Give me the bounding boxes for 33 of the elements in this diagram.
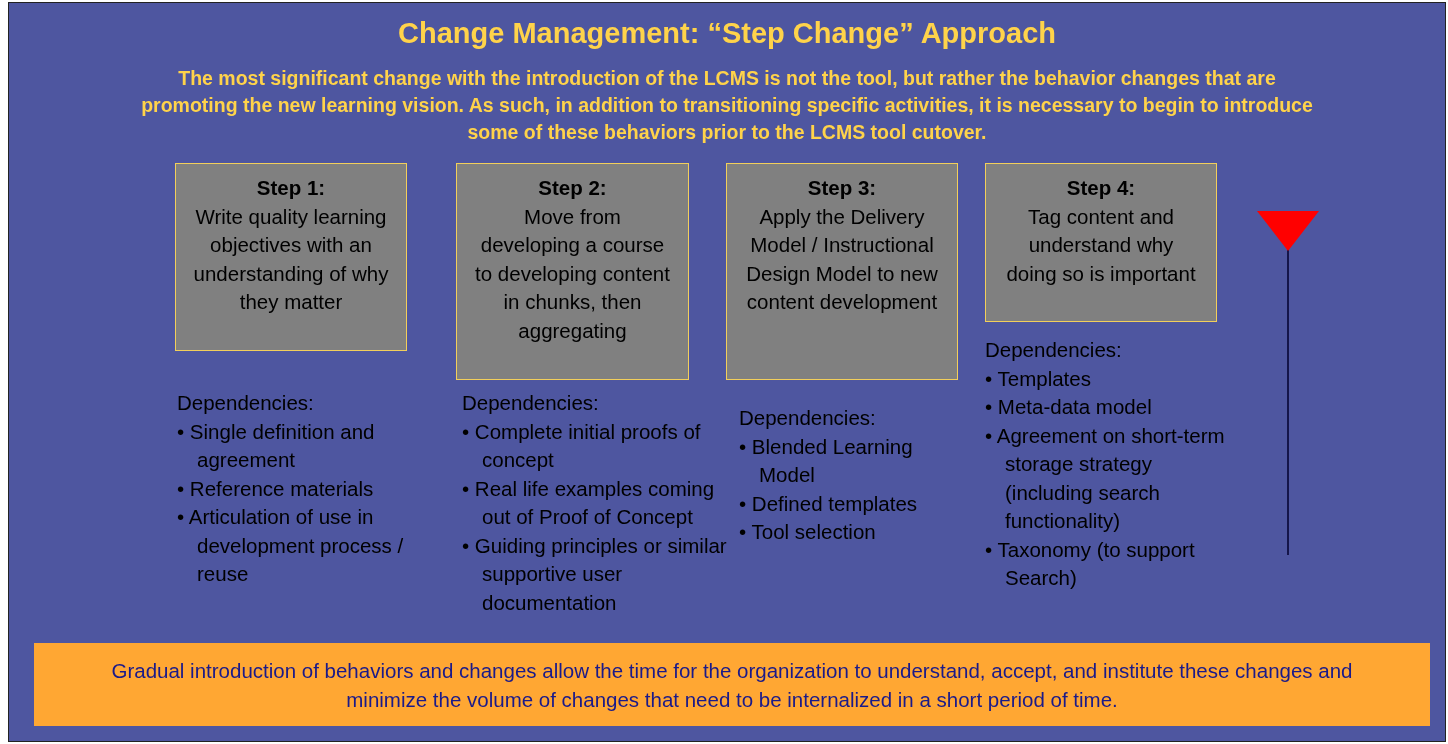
note-text: Gradual introduction of behaviors and changes allow the time for the organization to understand, accept, and institute these changes and minimize the volume of changes that need to be internalized in a short period of time.: [110, 657, 1354, 713]
step-heading: Step 4:: [1066, 175, 1136, 201]
bullet-item: • Templates: [985, 365, 1092, 392]
bullet-item: • Single definition and agreement: [177, 418, 376, 473]
dependencies-heading: Dependencies:: [177, 390, 315, 416]
bullet-item: • Meta-data model: [985, 394, 1153, 420]
step-description: Apply the Delivery Model / Instructional Design Model to new content development: [745, 203, 939, 315]
bullet-item: • Real life examples coming out of Proof of Concept: [462, 475, 716, 530]
dependencies-heading: Dependencies:: [985, 337, 1123, 363]
bullet-item: • Tool selection: [739, 519, 877, 545]
bullet-item: • Complete initial proofs of concept: [462, 418, 702, 473]
bullet-item: • Guiding principles or similar supportive user documentation: [462, 532, 727, 616]
note-banner: [34, 643, 1430, 726]
dependencies-heading: Dependencies:: [462, 390, 600, 416]
step-box: [175, 163, 407, 351]
step-box: [985, 163, 1217, 322]
step-description: Write quality learning objectives with an understanding of why they matter: [192, 203, 390, 315]
step-description: Move from developing a course to developing content in chunks, then aggregating: [474, 203, 671, 344]
step-box: [726, 163, 958, 380]
bullet-item: • Reference materials: [177, 475, 375, 502]
bullet-item: • Taxonomy (to support Search): [985, 536, 1196, 591]
bullet-item: • Blended Learning Model: [739, 433, 914, 488]
bullet-item: • Articulation of use in development process / reuse: [177, 504, 405, 587]
dependencies-heading: Dependencies:: [739, 405, 877, 431]
bullet-item: • Defined templates: [739, 490, 919, 517]
step-description: Tag content and understand why doing so is important: [1005, 203, 1197, 287]
step-heading: Step 2:: [538, 175, 607, 201]
step-heading: Step 3:: [807, 175, 877, 201]
step-heading: Step 1:: [256, 175, 326, 201]
step-box: [456, 163, 689, 380]
bullet-item: • Agreement on short-term storage strategy (including search functionality): [985, 422, 1226, 534]
intro-paragraph: The most significant change with the introduction of the LCMS is not the tool, but rather the behavior changes that are promoting the new learning vision. As such, in addition to transitioning specific activities, it is necessary to begin to introduce some of these behaviors prior to the LCMS tool cutover.: [140, 66, 1314, 145]
title: Change Management: “Step Change” Approach: [397, 17, 1057, 50]
